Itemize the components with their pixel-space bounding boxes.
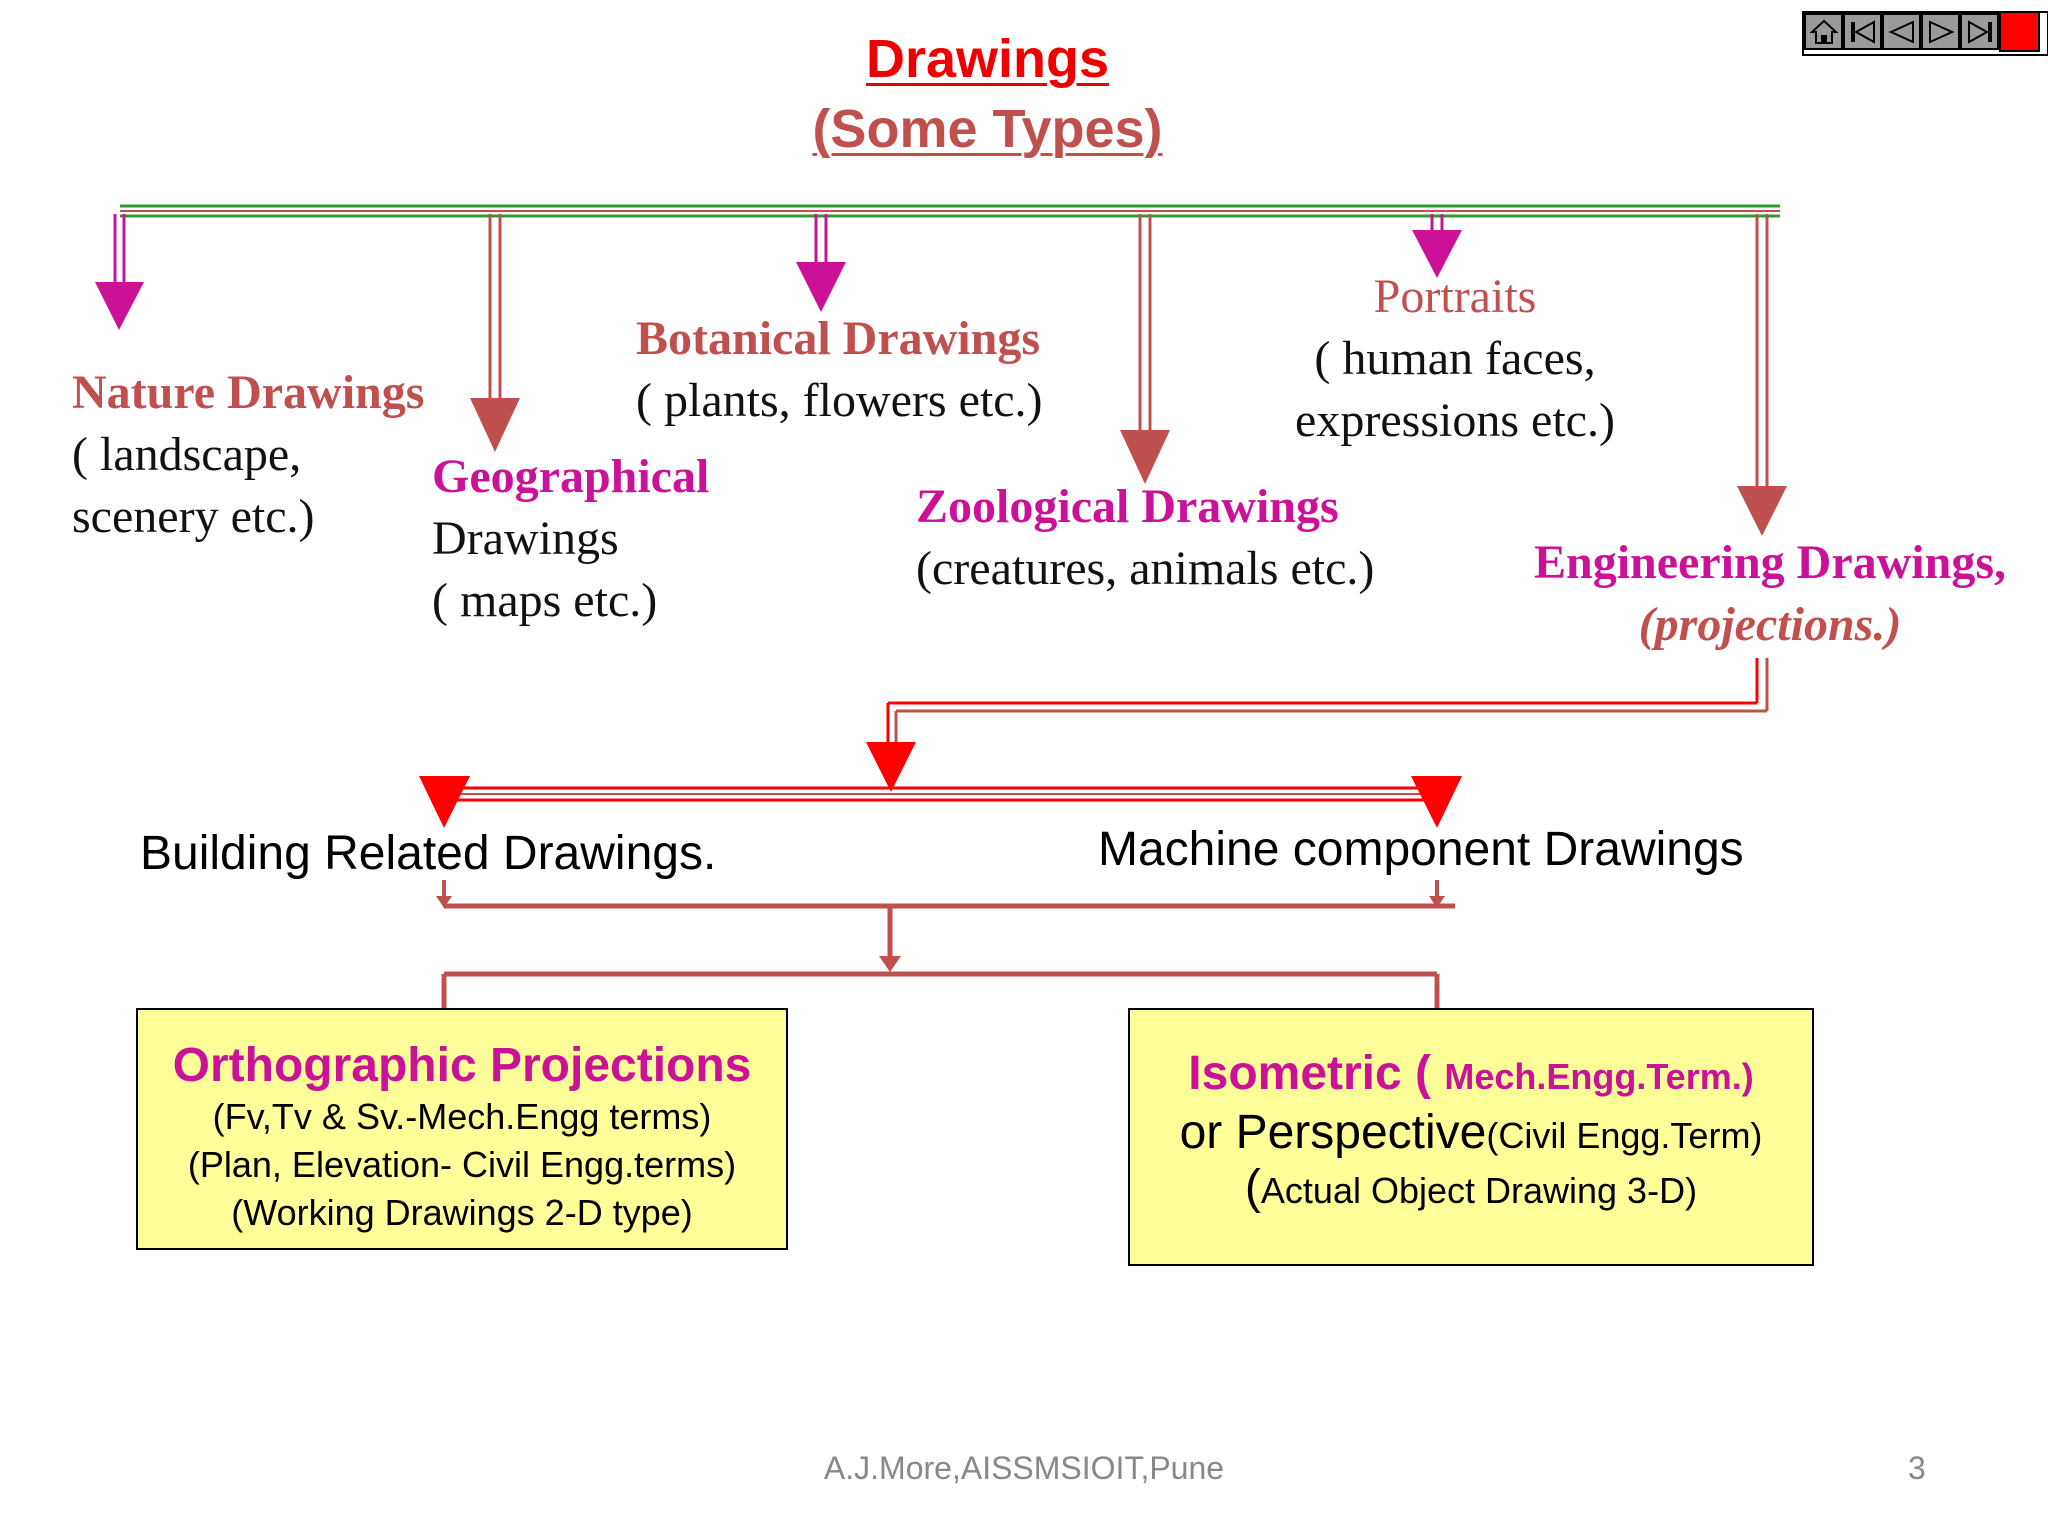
isometric-line-2: or Perspective(Civil Engg.Term) — [1130, 1105, 1812, 1160]
paren-open: ( — [1244, 1161, 1261, 1214]
category-geographical: Geographical Drawings ( maps etc.) — [432, 446, 709, 632]
isometric-box: Isometric ( Mech.Engg.Term.) or Perspect… — [1128, 1008, 1814, 1266]
slide-navigation — [1802, 11, 2048, 56]
category-desc-line: expressions etc.) — [1295, 394, 1615, 447]
orthographic-heading: Orthographic Projections — [172, 1039, 752, 1092]
machine-component-label: Machine component Drawings — [1098, 823, 1744, 876]
arrow-botanical — [796, 214, 846, 312]
category-portraits: Portraits ( human faces, expressions etc… — [1280, 266, 1630, 452]
footer-author: A.J.More,AISSMSIOIT,Pune — [823, 1450, 1225, 1486]
last-slide-icon[interactable] — [1960, 13, 1999, 50]
category-heading: Nature Drawings — [72, 366, 425, 419]
category-zoological: Zoological Drawings (creatures, animals … — [916, 476, 1374, 600]
category-engineering: Engineering Drawings, (projections.) — [1500, 532, 2040, 656]
category-heading: Zoological Drawings — [916, 480, 1339, 533]
previous-slide-icon[interactable] — [1882, 13, 1921, 50]
next-slide-icon[interactable] — [1921, 13, 1960, 50]
arrow-zoological — [1120, 214, 1170, 484]
perspective-note: (Civil Engg.Term) — [1486, 1115, 1763, 1156]
category-desc-line: (creatures, animals etc.) — [916, 542, 1375, 595]
arrow-nature — [95, 214, 144, 330]
page-number: 3 — [1908, 1450, 1926, 1486]
category-desc-line: Drawings — [432, 512, 619, 565]
end-show-icon[interactable] — [1999, 11, 2040, 52]
isometric-heading: Isometric ( — [1188, 1047, 1445, 1100]
category-desc-line: ( plants, flowers etc.) — [636, 374, 1043, 427]
first-slide-icon[interactable] — [1843, 13, 1882, 50]
isometric-line-3: (Actual Object Drawing 3-D) — [1130, 1160, 1812, 1215]
isometric-heading-row: Isometric ( Mech.Engg.Term.) — [1130, 1046, 1812, 1101]
orthographic-box: Orthographic Projections (Fv,Tv & Sv.-Me… — [136, 1008, 788, 1250]
category-desc-line: ( landscape, — [72, 428, 302, 481]
arrow-portraits — [1412, 214, 1462, 278]
building-related-label: Building Related Drawings. — [140, 827, 717, 880]
category-heading: Engineering Drawings, — [1533, 536, 2007, 589]
orthographic-line: (Plan, Elevation- Civil Engg.terms) — [187, 1144, 737, 1185]
orthographic-line: (Fv,Tv & Sv.-Mech.Engg terms) — [212, 1096, 712, 1137]
actual-object-note: Actual Object Drawing 3-D) — [1260, 1170, 1698, 1211]
engineering-link — [866, 658, 1769, 792]
category-desc-line: ( human faces, — [1314, 332, 1596, 385]
category-nature: Nature Drawings ( landscape, scenery etc… — [72, 362, 424, 548]
category-desc-line: scenery etc.) — [72, 490, 315, 543]
page-title: Drawings — [865, 29, 1110, 89]
top-bus — [120, 204, 1780, 218]
red-bus — [419, 776, 1462, 828]
category-heading: Geographical — [432, 450, 710, 503]
page-subtitle: (Some Types) — [812, 99, 1163, 159]
isometric-heading-note: Mech.Engg.Term.) — [1444, 1056, 1754, 1097]
category-botanical: Botanical Drawings ( plants, flowers etc… — [636, 308, 1043, 432]
arrow-geographical — [470, 214, 520, 452]
category-desc-line: ( maps etc.) — [432, 574, 658, 627]
category-heading: Portraits — [1373, 270, 1537, 323]
home-icon[interactable] — [1804, 13, 1843, 50]
perspective-label: or Perspective — [1179, 1106, 1487, 1159]
category-heading: Botanical Drawings — [636, 312, 1041, 365]
arrow-engineering — [1737, 214, 1787, 536]
category-desc-line: (projections.) — [1638, 598, 1902, 651]
orthographic-line: (Working Drawings 2-D type) — [231, 1192, 693, 1233]
